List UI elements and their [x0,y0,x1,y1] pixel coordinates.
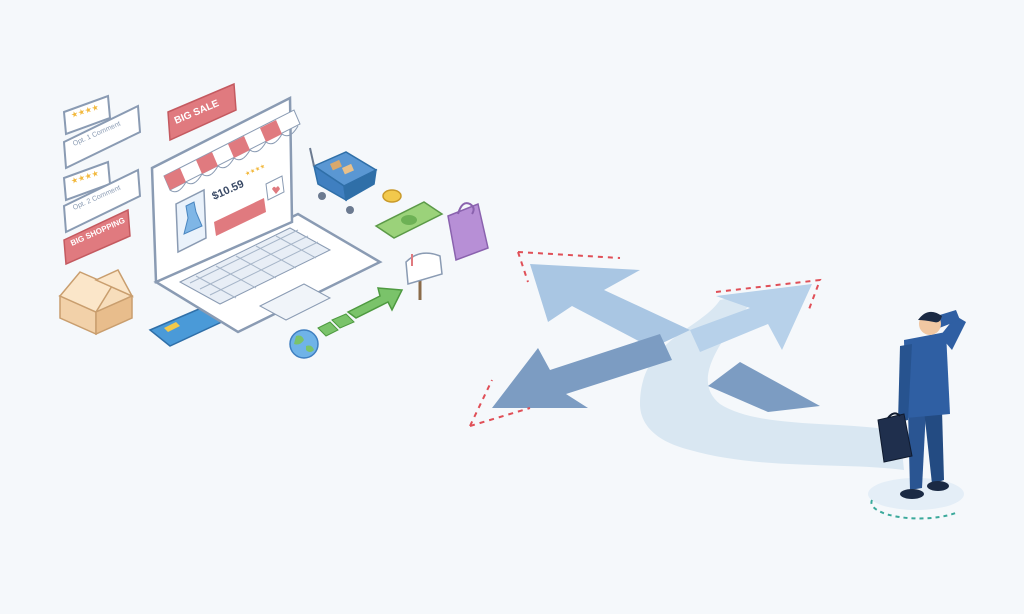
box-icon [58,269,134,336]
briefcase-icon [877,412,913,463]
arrow-down-left [492,334,672,408]
heart-icon [265,175,285,201]
laptop: $10.59 ★★★★ [150,95,383,334]
arrow-up-left [530,264,690,348]
dress-product-icon [175,188,207,254]
rating-card-1: ★★★★ [62,94,112,136]
crossroads [469,251,904,470]
arrow-up-right [690,284,812,352]
review-cards: ★★★★ Opt. 1 Comment ★★★★ Opt. 2 Comment … [62,94,142,266]
arrow-right [708,362,820,412]
businessman [868,310,966,520]
shop-awning [163,109,301,193]
cash-icon [374,201,444,239]
growth-arrow-icon [317,287,404,337]
cart-icon [309,147,378,214]
coin-icon [382,189,402,203]
review-card-2: Opt. 2 Comment [62,168,142,234]
mailbox-icon [405,252,443,300]
shopping-bag-icon [447,202,489,262]
globe-icon [289,329,319,359]
